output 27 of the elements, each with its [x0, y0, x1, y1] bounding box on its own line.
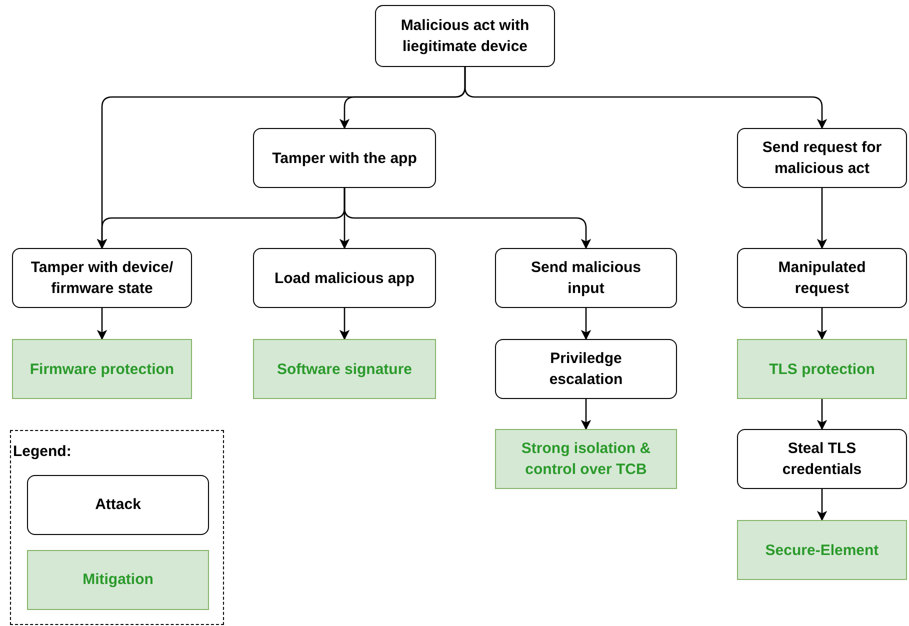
- arrow: [582, 399, 590, 430]
- mitigation-box: Secure-Element: [737, 520, 907, 580]
- attack-box: Tamper with device/ firmware state: [12, 248, 192, 308]
- arrow: [818, 188, 826, 248]
- mitigation-box: Software signature: [253, 339, 436, 399]
- mitigation-box: Firmware protection: [12, 339, 192, 399]
- attack-box: Load malicious app: [253, 248, 436, 308]
- attack-box: Steal TLS credentials: [737, 429, 907, 489]
- arrow: [344, 188, 590, 248]
- attack-box: Priviledge escalation: [495, 339, 677, 399]
- arrow: [818, 399, 826, 430]
- arrow: [98, 308, 106, 340]
- attack-box: Send malicious input: [495, 248, 677, 308]
- mitigation-box: TLS protection: [737, 339, 907, 399]
- arrow: [818, 489, 826, 520]
- attack-box: Send request for malicious act: [737, 128, 907, 188]
- arrow: [582, 308, 590, 340]
- attack-box: Manipulated request: [737, 248, 907, 308]
- mitigation-box: Strong isolation & control over TCB: [495, 429, 677, 489]
- legend-swatch: Mitigation: [27, 550, 209, 610]
- arrow: [818, 308, 826, 340]
- attack-box: Tamper with the app: [253, 128, 436, 188]
- arrow: [340, 308, 349, 340]
- legend-title: Legend:: [13, 442, 72, 462]
- arrow: [464, 67, 826, 128]
- attack-box: Malicious act with liegitimate device: [375, 5, 555, 67]
- legend-swatch: Attack: [27, 475, 209, 535]
